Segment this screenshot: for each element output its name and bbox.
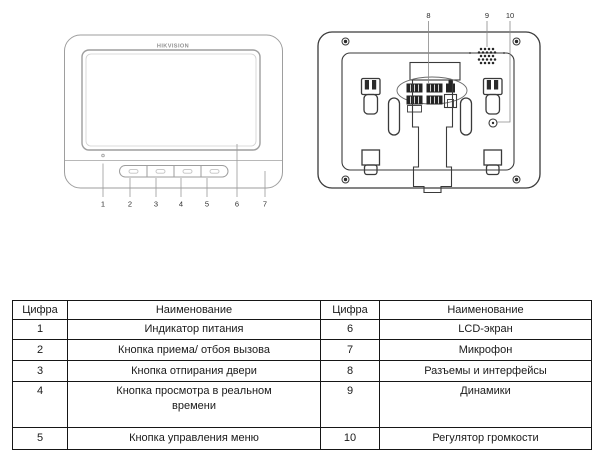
- menu-button-icon: [209, 169, 220, 174]
- header-name-right: Наименование: [379, 300, 592, 320]
- cell-name: Микрофон: [379, 339, 592, 361]
- cell-number: 1: [12, 319, 68, 340]
- terminal-block: [396, 61, 468, 194]
- cell-number: 2: [12, 339, 68, 361]
- cell-number: 6: [320, 319, 380, 340]
- mount-hook-bottom-left: [361, 149, 381, 176]
- back-body: [317, 31, 541, 189]
- cell-name: Разъемы и интерфейсы: [379, 360, 592, 382]
- mount-hook-bottom-right: [483, 149, 503, 176]
- speaker-grille: [469, 47, 505, 65]
- cell-name: LCD-экран: [379, 319, 592, 340]
- power-led: [101, 153, 105, 158]
- callout-1: 1: [101, 200, 105, 209]
- device-diagram: HIKVISION 1 2 3 4 5 6 7: [64, 11, 541, 209]
- back-panel: [341, 52, 515, 171]
- hikvision-logo: HIKVISION: [157, 44, 189, 50]
- callout-9: 9: [485, 11, 489, 20]
- unlock-button-icon: [155, 169, 166, 174]
- cell-number: 10: [320, 427, 380, 450]
- back-leader-lines: [428, 21, 511, 123]
- cell-number: 5: [12, 427, 68, 450]
- header-name-left: Наименование: [67, 300, 321, 320]
- lcd-screen-inner: [85, 53, 257, 147]
- cell-name: Кнопка приема/ отбоя вызова: [67, 339, 321, 361]
- slot-right: [459, 97, 473, 136]
- parts-table: Цифра Наименование Цифра Наименование 1 …: [12, 300, 592, 450]
- dip-switch: [407, 105, 422, 113]
- table-row: 5 Кнопка управления меню 10 Регулятор гр…: [12, 427, 592, 450]
- callout-10: 10: [506, 11, 514, 20]
- callout-3: 3: [154, 200, 158, 209]
- cell-name: Динамики: [379, 381, 592, 428]
- front-view: [64, 34, 283, 189]
- cell-number: 3: [12, 360, 68, 382]
- cell-name: Кнопка управления меню: [67, 427, 321, 450]
- volume-knob: [488, 118, 498, 128]
- cell-number: 9: [320, 381, 380, 428]
- back-view: [317, 31, 541, 194]
- callout-5: 5: [205, 200, 209, 209]
- callout-8: 8: [426, 11, 430, 20]
- screw: [341, 37, 521, 184]
- table-row: 4 Кнопка просмотра в реальном времени 9 …: [12, 381, 592, 428]
- cell-number: 4: [12, 381, 68, 428]
- cable-channel: [411, 80, 454, 194]
- callout-6: 6: [235, 200, 239, 209]
- callout-7: 7: [263, 200, 267, 209]
- call-button-icon: [128, 169, 139, 174]
- cell-name: Индикатор питания: [67, 319, 321, 340]
- header-number-right: Цифра: [320, 300, 380, 320]
- callout-2: 2: [128, 200, 132, 209]
- cell-name: Кнопка отпирания двери: [67, 360, 321, 382]
- header-number-left: Цифра: [12, 300, 68, 320]
- table-header-row: Цифра Наименование Цифра Наименование: [12, 300, 592, 320]
- mount-hook-top-right: [482, 77, 503, 115]
- table-row: 3 Кнопка отпирания двери 8 Разъемы и инт…: [12, 360, 592, 382]
- cell-name: Кнопка просмотра в реальном времени: [67, 381, 321, 428]
- callout-4: 4: [179, 200, 183, 209]
- lcd-screen: [81, 49, 261, 151]
- mount-hook-top-left: [360, 77, 381, 115]
- front-leader-lines: [102, 144, 266, 197]
- cell-number: 7: [320, 339, 380, 361]
- cell-name: Регулятор громкости: [379, 427, 592, 450]
- liveview-button-icon: [182, 169, 193, 174]
- cell-number: 8: [320, 360, 380, 382]
- table-row: 1 Индикатор питания 6 LCD-экран: [12, 319, 592, 340]
- table-row: 2 Кнопка приема/ отбоя вызова 7 Микрофон: [12, 339, 592, 361]
- front-body: [64, 34, 283, 189]
- slot-left: [387, 97, 401, 136]
- cell-name-text: Кнопка просмотра в реальном времени: [116, 385, 272, 412]
